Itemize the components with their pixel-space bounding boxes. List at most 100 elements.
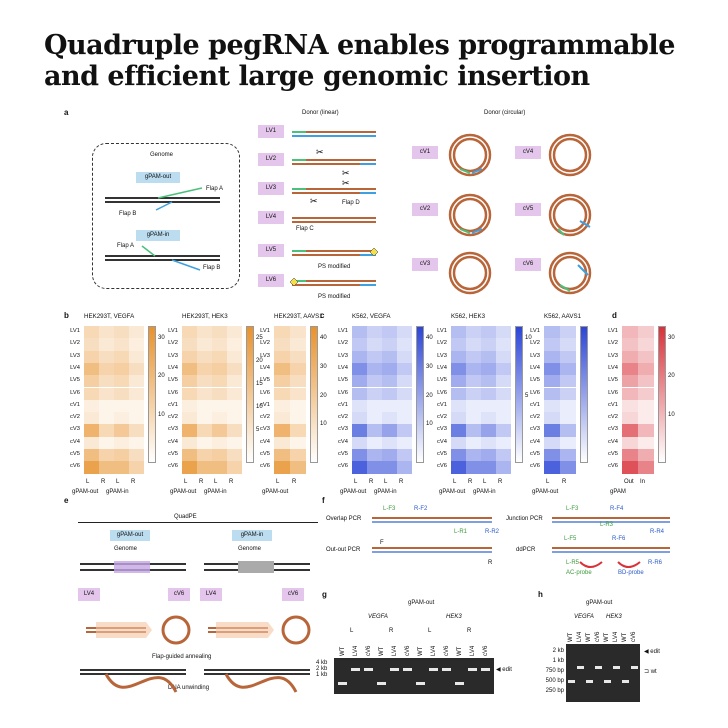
genome-schematic	[105, 187, 220, 271]
row-label: LV2	[338, 340, 348, 347]
heat-cell	[197, 449, 212, 462]
row-label: LV1	[260, 328, 270, 334]
heat-cell	[367, 362, 382, 376]
heat-cell	[382, 387, 397, 400]
row-label: cV1	[260, 401, 270, 408]
heat-cell	[367, 449, 382, 462]
quadpe-rule	[78, 522, 318, 523]
heat-cell	[197, 362, 212, 376]
heat-cell	[129, 375, 144, 388]
flap-guided-label: Flap-guided annealing	[152, 654, 212, 660]
colorbar-tick: 15	[256, 381, 263, 387]
heat-cell	[367, 387, 382, 400]
heat-cell	[367, 399, 382, 413]
colorbar-tick: 10	[158, 411, 165, 418]
heat-cell	[496, 338, 511, 351]
flap-c-label: Flap C	[296, 226, 314, 232]
heat-cell	[397, 350, 412, 363]
heat-cell	[114, 362, 129, 376]
h-title: gPAM-out	[586, 600, 613, 606]
heat-cell	[622, 461, 638, 474]
row-label: LV5	[608, 377, 618, 384]
heat-cell	[352, 461, 367, 474]
heat-cell	[212, 350, 227, 363]
gel-g	[334, 658, 494, 694]
h-locus-vegfa: VEGFA	[574, 614, 594, 620]
heat-cell	[227, 436, 242, 449]
primer-l-r3: L-R3	[600, 522, 614, 528]
g-ladder: 4 kb 2 kb 1 kb	[316, 660, 327, 678]
linear-donor-schematics: ✂✂ ✂✂	[289, 131, 379, 287]
col-label: L	[86, 479, 90, 485]
col-label: Out	[624, 479, 634, 485]
heat-cell	[481, 399, 496, 413]
heat-cell	[466, 436, 481, 449]
heat-cell	[496, 412, 511, 425]
heat-cell	[397, 338, 412, 351]
heat-cell	[382, 436, 397, 449]
heat-cell	[622, 338, 638, 351]
cv2-badge: cV2	[412, 203, 438, 216]
row-label: cV2	[608, 414, 618, 421]
heat-cell	[397, 362, 412, 376]
row-label: cV4	[530, 438, 540, 445]
colorbar	[658, 326, 666, 463]
col-label: R	[369, 479, 374, 485]
heat-cell	[99, 399, 114, 413]
col-label: R	[399, 479, 404, 485]
heat-cell	[367, 412, 382, 425]
heat-cell	[274, 362, 290, 376]
row-label: cV5	[437, 451, 447, 457]
heat-cell	[466, 350, 481, 363]
e-genome-label-2: Genome	[238, 546, 262, 552]
group-label: gPAM-out	[72, 489, 99, 495]
heat-cell	[129, 399, 144, 413]
row-label: LV1	[530, 328, 540, 334]
heat-cell	[129, 449, 144, 462]
lv6-badge: LV6	[258, 274, 284, 287]
heat-cell	[481, 375, 496, 388]
heat-cell	[84, 326, 99, 339]
heat-cell	[352, 436, 367, 449]
primer-l-r5: L-R5	[566, 560, 580, 566]
row-label: LV5	[70, 377, 80, 384]
lane-label: WT	[604, 632, 610, 642]
junction-pcr-label: Junction PCR	[506, 516, 543, 522]
colorbar-tick: 20	[426, 392, 433, 399]
heat-cell	[560, 338, 576, 351]
row-label: LV3	[608, 352, 618, 359]
row-label: cV3	[530, 426, 540, 433]
heat-cell	[129, 387, 144, 400]
heat-cell	[451, 424, 466, 437]
row-label: cV4	[608, 438, 618, 445]
heat-cell	[382, 338, 397, 351]
group-label: gPAM-out	[262, 489, 289, 495]
h-ladder-2kb: 2 kb	[552, 648, 564, 654]
heat-cell	[496, 461, 511, 474]
group-label: gPAM-out	[340, 489, 367, 495]
g-edit-label: ◀ edit	[496, 667, 512, 673]
col-label: R	[498, 479, 503, 485]
heat-cell	[638, 326, 654, 339]
heat-cell	[212, 326, 227, 339]
heat-cell	[212, 449, 227, 462]
gel-band	[377, 682, 386, 685]
col-label: R	[292, 479, 297, 485]
lane-label: LV4	[431, 645, 437, 656]
colorbar-tick: 10	[668, 411, 675, 418]
heat-cell	[129, 436, 144, 449]
row-label: LV3	[530, 352, 540, 359]
heat-cell	[544, 399, 560, 413]
row-label: LV6	[168, 389, 178, 396]
heat-cell	[84, 424, 99, 437]
heat-cell	[227, 338, 242, 351]
group-label: gPAM-out	[532, 489, 559, 495]
heat-cell	[638, 412, 654, 425]
row-label: LV4	[338, 364, 348, 371]
col-label: L	[214, 479, 218, 485]
heat-cell	[290, 326, 306, 339]
heat-cell	[560, 350, 576, 363]
col-label: L	[116, 479, 120, 485]
